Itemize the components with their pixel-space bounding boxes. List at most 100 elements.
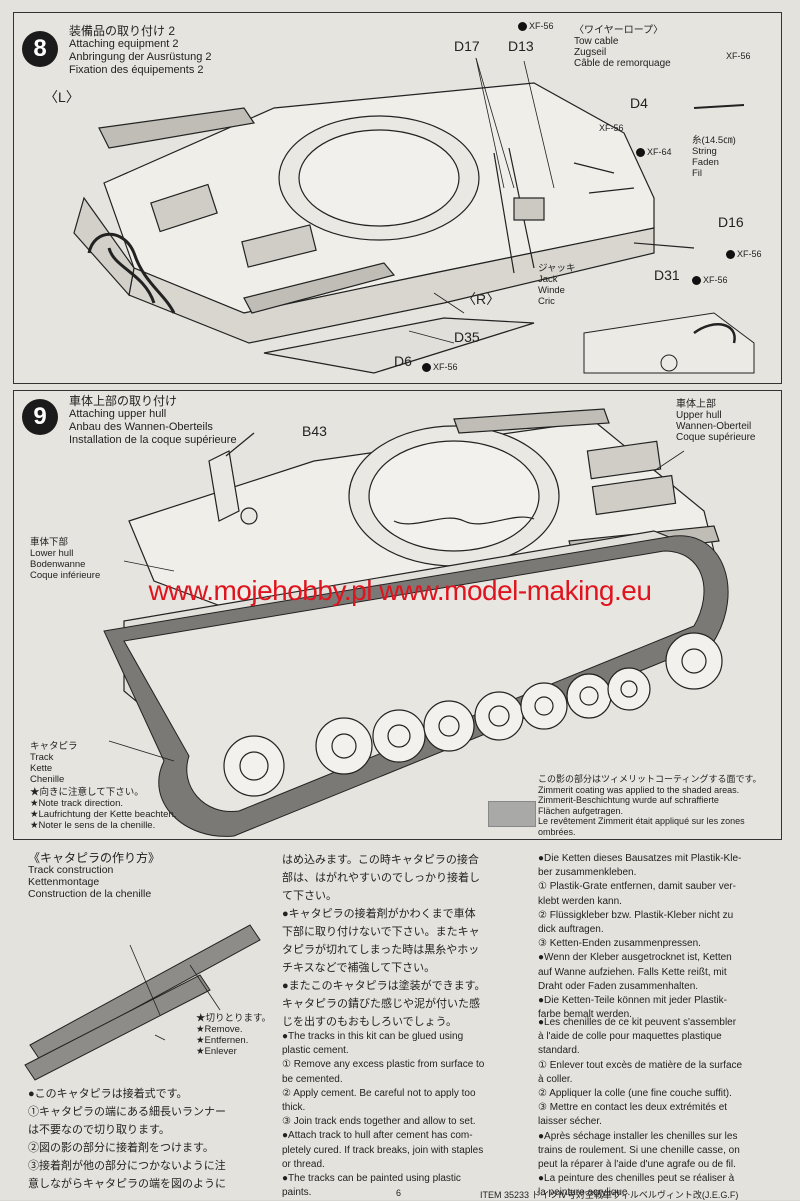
- text-line: ③ Ketten-Enden zusammenpressen.: [538, 938, 701, 950]
- step9-title-de: Anbau des Wannen-Oberteils: [69, 421, 213, 433]
- paint-xf56-string: XF-56: [726, 51, 751, 61]
- label-d35: D35: [454, 329, 480, 345]
- step9-title-fr: Installation de la coque supérieure: [69, 434, 237, 446]
- note-line: ★向きに注意して下さい。: [30, 787, 144, 798]
- text-line: ② Apply cement. Be careful not to apply …: [282, 1087, 476, 1099]
- paint-xf56-d13: XF-56: [518, 21, 554, 31]
- instructions-de-right: ●Die Ketten dieses Bausatzes mit Plastik…: [538, 852, 741, 1022]
- upper-hull-fr: Coque supérieure: [676, 432, 756, 443]
- text-line: ② Appliquer la colle (une fine couche su…: [538, 1088, 732, 1100]
- text-line: peut la réparer à l'aide d'une agrafe ou…: [538, 1159, 736, 1171]
- text-line: auf Wanne aufziehen. Falls Kette reißt, …: [538, 966, 727, 978]
- lower-hull-en: Lower hull: [30, 548, 74, 559]
- text-line: dick auftragen.: [538, 924, 604, 936]
- text-line: ●Die Ketten-Teile können mit jeder Plast…: [538, 995, 727, 1007]
- jack-de: Winde: [538, 285, 565, 296]
- note-line: ombrées.: [538, 826, 576, 837]
- paint-code: XF-56: [529, 21, 554, 31]
- text-line: klebt werden kann.: [538, 895, 622, 907]
- text-line: チキスなどで補強して下さい。: [282, 962, 436, 974]
- note-line: この影の部分はツィメリットコーティングする面です。: [538, 774, 762, 784]
- text-line: ① Plastik-Grate entfernen, damit sauber …: [538, 881, 736, 893]
- string-jp: 糸(14.5㎝): [692, 135, 736, 146]
- paint-code: XF-56: [433, 362, 458, 372]
- note-line: Le revêtement Zimmerit était appliqué su…: [538, 816, 745, 826]
- text-line: Draht oder Faden zusammenhalten.: [538, 980, 699, 992]
- note-line: Flächen aufgetragen.: [538, 805, 624, 816]
- track-construction-title-en: Track construction: [28, 864, 114, 876]
- note-line: ★Remove.: [196, 1024, 243, 1035]
- step8-heading: 装備品の取り付け 2 Attaching equipment 2 Anbring…: [69, 25, 212, 77]
- paint-xf56-d6: XF-56: [422, 362, 458, 372]
- paint-code: XF-64: [647, 147, 672, 157]
- text-line: ●Après séchage installer les chenilles s…: [538, 1130, 738, 1142]
- label-right: 〈R〉: [462, 291, 501, 307]
- step9-number: 9: [22, 399, 58, 435]
- paint-xf56-d31: XF-56: [692, 275, 728, 285]
- paint-code: XF-56: [737, 249, 762, 259]
- text-line: タピラが切れてしまった時は黒糸やホッ: [282, 944, 480, 956]
- step8-title-en: Attaching equipment 2: [69, 38, 179, 50]
- note-line: Zimmerit-Beschichtung wurde auf schraffi…: [538, 795, 719, 805]
- note-line: ★切りとります。: [196, 1013, 272, 1024]
- note-line: ★Entfernen.: [196, 1035, 249, 1046]
- tow-cable-label: 〈ワイヤーロープ〉 Tow cable Zugseil Câble de rem…: [574, 25, 671, 69]
- step9-heading: 車体上部の取り付け Attaching upper hull Anbau des…: [69, 395, 237, 447]
- paint-xf64: XF-64: [636, 147, 672, 157]
- note-line: ★Laufrichtung der Kette beachten.: [30, 809, 177, 820]
- text-line: ●このキャタピラは接着式です。: [28, 1088, 188, 1100]
- text-line: ① Enlever tout excès de matière de la su…: [538, 1059, 743, 1071]
- label-d4: D4: [630, 95, 648, 111]
- label-d6: D6: [394, 353, 412, 369]
- track-de: Kette: [30, 763, 53, 774]
- lower-hull-jp: 車体下部: [30, 537, 69, 548]
- track-construction-drawing: [24, 924, 261, 1081]
- text-line: pletely cured. If track breaks, join wit…: [282, 1144, 484, 1156]
- string-label: 糸(14.5㎝) String Faden Fil: [692, 135, 736, 179]
- label-left: 〈L〉: [44, 89, 80, 105]
- track-en: Track: [30, 752, 54, 763]
- text-line: はめ込みます。この時キャタピラの接合: [282, 854, 479, 866]
- paint-code: XF-56: [599, 123, 624, 133]
- note-line: ★Note track direction.: [30, 798, 123, 809]
- track-construction-title-de: Kettenmontage: [28, 876, 100, 888]
- label-d13: D13: [508, 38, 534, 54]
- jack-en: Jack: [538, 274, 558, 285]
- text-line: 意しながらキャタピラの端を図のように: [28, 1178, 226, 1190]
- text-line: ①キャタピラの端にある細長いランナー: [28, 1106, 226, 1118]
- track-construction-heading: 《キャタピラの作り方》 Track construction Kettenmon…: [28, 852, 160, 900]
- text-line: à l'aide de colle pour maquettes plastiq…: [538, 1031, 722, 1043]
- track-label: キャタピラ Track Kette Chenille: [30, 741, 78, 785]
- step8-title-jp: 装備品の取り付け 2: [69, 24, 176, 38]
- text-line: be cemented.: [282, 1073, 343, 1085]
- text-line: ●またこのキャタピラは塗装ができます。: [282, 980, 486, 992]
- step8-title-fr: Fixation des équipements 2: [69, 64, 204, 76]
- step9-title-jp: 車体上部の取り付け: [69, 394, 178, 408]
- text-line: à coller.: [538, 1073, 573, 1085]
- instructions-fr-right: ●Les chenilles de ce kit peuvent s'assem…: [538, 1016, 742, 1201]
- text-line: 下部に取り付けないで下さい。またキャ: [282, 926, 480, 938]
- text-line: farbe bemalt werden.: [538, 1009, 632, 1021]
- step8-title-de: Anbringung der Ausrüstung 2: [69, 51, 212, 63]
- text-line: て下さい。: [282, 890, 337, 902]
- text-line: ber zusammenkleben.: [538, 867, 637, 879]
- step8-number: 8: [22, 31, 58, 67]
- paint-xf56-d16: XF-56: [726, 249, 762, 259]
- instructions-jp-mid: はめ込みます。この時キャタピラの接合 部は、はがれやすいのでしっかり接着し て下…: [282, 852, 486, 1032]
- text-line: trains de roulement. Si une chenille cas…: [538, 1144, 740, 1156]
- step8-hull-drawing: [73, 57, 755, 374]
- step9-title-en: Attaching upper hull: [69, 408, 167, 420]
- text-line: la peinture acrylique.: [538, 1187, 631, 1199]
- label-d17: D17: [454, 38, 480, 54]
- lower-hull-label: 車体下部 Lower hull Bodenwanne Coque inférie…: [30, 537, 100, 581]
- upper-hull-en: Upper hull: [676, 410, 722, 421]
- text-line: ●The tracks in this kit can be glued usi…: [282, 1031, 464, 1042]
- text-line: ●Wenn der Kleber ausgetrocknet ist, Kett…: [538, 952, 732, 964]
- track-construction-title-fr: Construction de la chenille: [28, 888, 152, 900]
- step8-panel: 8 装備品の取り付け 2 Attaching equipment 2 Anbri…: [13, 12, 782, 384]
- lower-hull-fr: Coque inférieure: [30, 570, 101, 581]
- page-number: 6: [396, 1188, 402, 1198]
- upper-hull-de: Wannen-Oberteil: [676, 421, 752, 432]
- text-line: standard.: [538, 1045, 580, 1057]
